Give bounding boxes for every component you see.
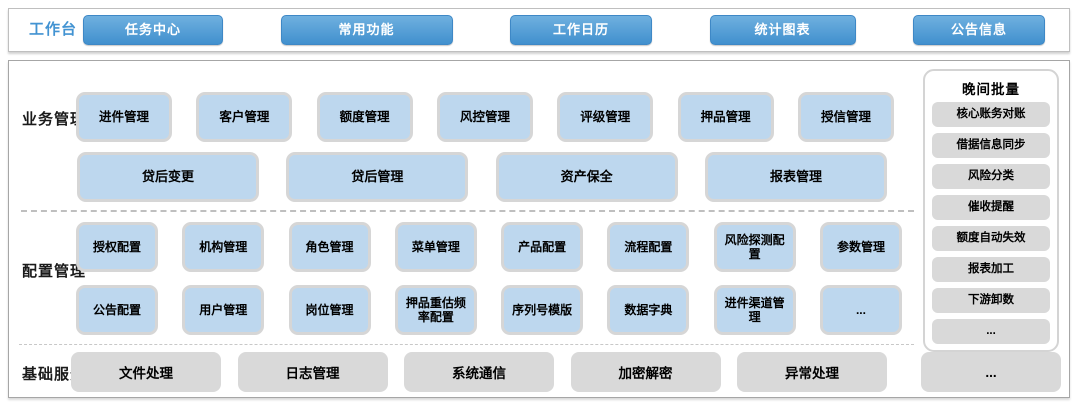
business-module-box: 进件管理	[76, 92, 172, 142]
topbar-button-group: 任务中心 常用功能 工作日历 统计图表 公告信息	[83, 15, 1045, 45]
night-batch-item: 借据信息同步	[932, 133, 1050, 158]
config-module-box: 风险探测配置	[713, 222, 796, 272]
night-batch-item: 核心账务对账	[932, 102, 1050, 127]
topbar-button[interactable]: 工作日历	[510, 15, 652, 45]
business-module-box: 报表管理	[704, 152, 887, 202]
config-module-box: 产品配置	[501, 222, 584, 272]
night-batch-list: 核心账务对账借据信息同步风险分类催收提醒额度自动失效报表加工下游卸数...	[932, 102, 1050, 344]
architecture-panel: 业务管理 进件管理客户管理额度管理风控管理评级管理押品管理授信管理 贷后变更贷后…	[8, 60, 1070, 398]
section-divider-dashed	[19, 344, 914, 345]
workbench-label: 工作台	[29, 21, 78, 38]
topbar-button[interactable]: 任务中心	[83, 15, 223, 45]
config-row-2: 公告配置用户管理岗位管理押品重估频率配置序列号模版数据字典进件渠道管理...	[76, 285, 902, 335]
basic-service-box: 文件处理	[71, 352, 221, 392]
night-batch-panel: 晚间批量 核心账务对账借据信息同步风险分类催收提醒额度自动失效报表加工下游卸数.…	[923, 69, 1059, 352]
config-module-box: 用户管理	[182, 285, 265, 335]
config-module-box: 进件渠道管理	[713, 285, 796, 335]
config-module-box: 序列号模版	[501, 285, 584, 335]
night-batch-item: 催收提醒	[932, 195, 1050, 220]
night-batch-item: 下游卸数	[932, 288, 1050, 313]
basic-service-box: 加密解密	[570, 352, 721, 392]
config-module-box: 角色管理	[288, 222, 371, 272]
night-batch-title: 晚间批量	[962, 82, 1020, 97]
business-module-box: 授信管理	[797, 92, 894, 142]
basic-service-box: 系统通信	[404, 352, 554, 392]
config-module-box: 授权配置	[76, 222, 158, 272]
business-module-box: 风控管理	[436, 92, 533, 142]
business-module-box: 资产保全	[495, 152, 678, 202]
config-module-box: 菜单管理	[394, 222, 477, 272]
topbar-button[interactable]: 常用功能	[280, 15, 453, 45]
basic-service-more-box: ...	[921, 352, 1061, 392]
config-module-box: ...	[819, 285, 902, 335]
business-row-1: 进件管理客户管理额度管理风控管理评级管理押品管理授信管理	[76, 92, 894, 142]
config-module-box: 公告配置	[76, 285, 158, 335]
business-module-box: 客户管理	[196, 92, 293, 142]
config-module-box: 岗位管理	[288, 285, 371, 335]
section-divider-dashed	[21, 210, 914, 212]
section-label-config: 配置管理	[22, 263, 87, 280]
topbar-button[interactable]: 统计图表	[709, 15, 856, 45]
night-batch-item: ...	[932, 319, 1050, 344]
config-module-box: 押品重估频率配置	[394, 285, 477, 335]
night-batch-item: 风险分类	[932, 164, 1050, 189]
business-module-box: 评级管理	[557, 92, 654, 142]
config-row-1: 授权配置机构管理角色管理菜单管理产品配置流程配置风险探测配置参数管理	[76, 222, 902, 272]
config-module-box: 数据字典	[607, 285, 690, 335]
night-batch-item: 额度自动失效	[932, 226, 1050, 251]
business-module-box: 额度管理	[316, 92, 413, 142]
business-module-box: 贷后管理	[286, 152, 469, 202]
business-row-2: 贷后变更贷后管理资产保全报表管理	[77, 152, 887, 202]
basic-service-box: 异常处理	[737, 352, 887, 392]
workbench-topbar: 工作台 任务中心 常用功能 工作日历 统计图表 公告信息	[8, 8, 1070, 52]
config-module-box: 参数管理	[819, 222, 902, 272]
config-module-box: 流程配置	[607, 222, 690, 272]
basic-service-box: 日志管理	[237, 352, 388, 392]
section-label-basic: 基础服务	[22, 366, 87, 383]
basic-services-row: 文件处理日志管理系统通信加密解密异常处理	[71, 352, 887, 392]
config-module-box: 机构管理	[182, 222, 265, 272]
night-batch-item: 报表加工	[932, 257, 1050, 282]
topbar-button[interactable]: 公告信息	[913, 15, 1045, 45]
business-module-box: 押品管理	[677, 92, 774, 142]
section-label-business: 业务管理	[22, 111, 87, 128]
business-module-box: 贷后变更	[77, 152, 259, 202]
